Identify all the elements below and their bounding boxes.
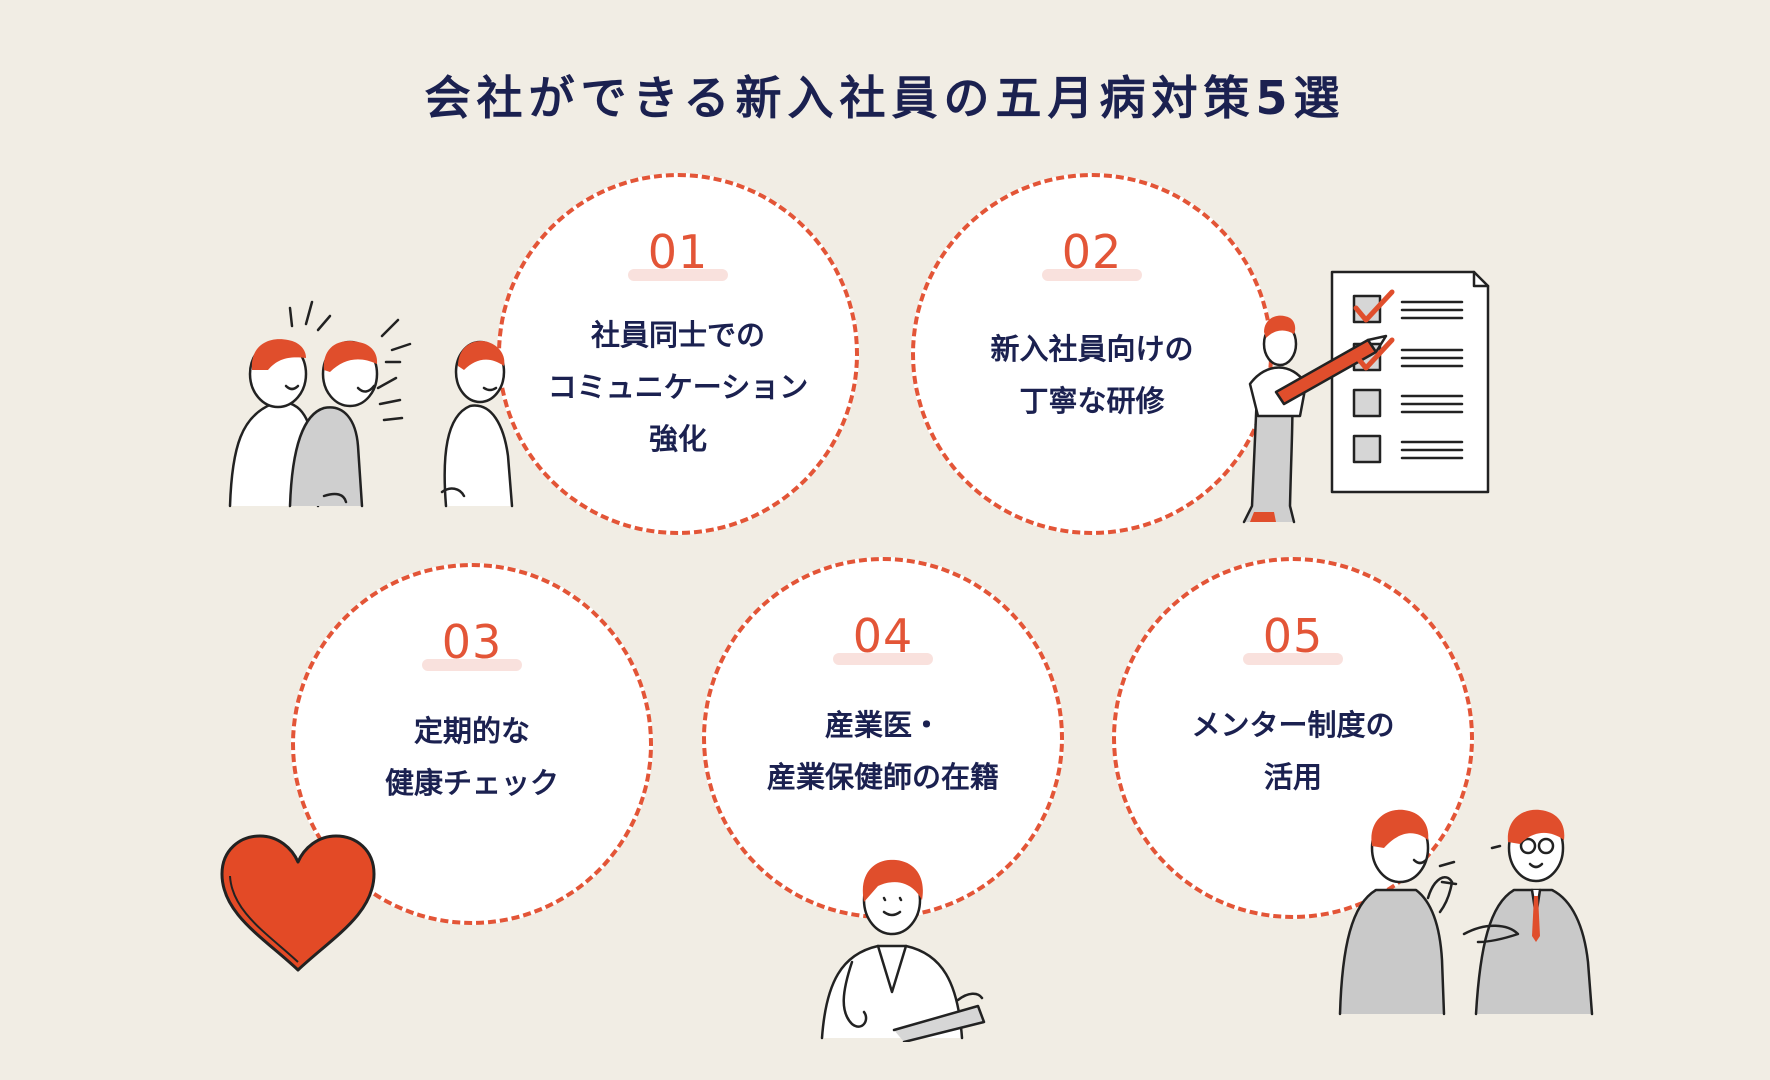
mentor-illustration <box>1338 809 1594 1016</box>
measure-number: 02 <box>1041 229 1143 281</box>
measure-label: メンター制度の 活用 <box>1191 708 1395 794</box>
page-title: 会社ができる新入社員の五月病対策5選 <box>424 71 1346 125</box>
measure-card-02: 02 新入社員向けの 丁寧な研修 <box>911 173 1273 535</box>
checklist-teacher-illustration <box>1242 270 1490 524</box>
heart-illustration <box>220 834 376 972</box>
measure-number: 05 <box>1242 613 1344 665</box>
talking-people-illustration <box>228 300 514 508</box>
measure-label: 産業医・ 産業保健師の在籍 <box>766 708 999 794</box>
measure-label: 新入社員向けの 丁寧な研修 <box>990 332 1194 418</box>
measure-card-01: 01 社員同士での コミュニケーション 強化 <box>497 173 859 535</box>
measure-label: 定期的な 健康チェック <box>384 714 559 800</box>
measure-card-04: 04 産業医・ 産業保健師の在籍 <box>702 557 1064 919</box>
measure-label: 社員同士での コミュニケーション 強化 <box>547 318 809 456</box>
measure-number: 04 <box>832 613 934 665</box>
measure-number: 03 <box>421 619 523 671</box>
measure-number: 01 <box>627 229 729 281</box>
doctor-illustration <box>820 859 986 1042</box>
